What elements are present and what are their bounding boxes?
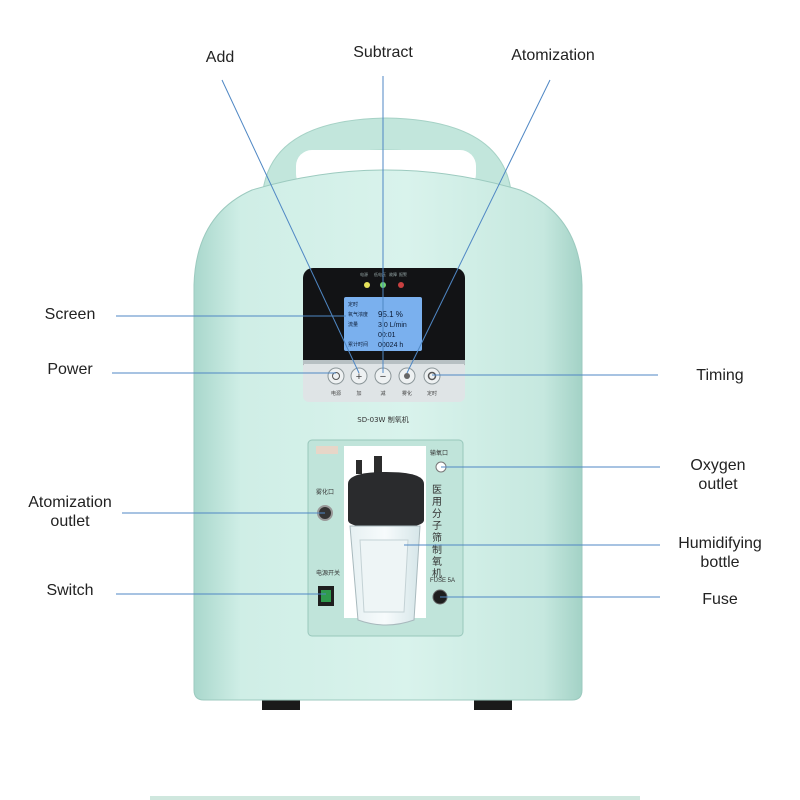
leader-atomization <box>406 79 551 374</box>
side-text-1: 医 <box>432 484 442 496</box>
lcd-row2-label: 氧气浓度 <box>348 311 368 318</box>
indicator-fault <box>398 282 404 288</box>
label-atomization-outlet-line1: Atomization <box>28 494 112 511</box>
label-screen: Screen <box>44 306 96 323</box>
device-body <box>193 169 583 701</box>
label-humidifying-bottle-line2: bottle <box>700 554 740 571</box>
svg-text:−: − <box>380 371 386 383</box>
indicator-label-2: 低电压 <box>374 271 386 277</box>
side-text-7: 氧 <box>432 555 442 568</box>
indicator-label-3: 故障 <box>389 271 397 277</box>
side-text-6: 制 <box>432 543 442 556</box>
timing-button[interactable] <box>423 367 441 385</box>
oxygen-outlet-label: 输氧口 <box>430 449 448 457</box>
power-switch-label: 电源开关 <box>316 569 340 577</box>
indicator-label-4: 报警 <box>399 271 407 277</box>
label-oxygen-outlet: Oxygen outlet <box>668 456 768 494</box>
label-atomization-outlet-line2: outlet <box>50 513 90 530</box>
side-text-2: 用 <box>432 497 442 508</box>
label-add: Add <box>205 49 235 66</box>
lcd-row4-value: 00:01 <box>378 332 396 339</box>
indicator-power <box>364 282 370 288</box>
button-label-subtract: 减 <box>380 390 385 397</box>
side-text-3: 分 <box>432 508 442 520</box>
label-humidifying-bottle-line1: Humidifying <box>678 535 762 552</box>
lcd-row1-label: 定时 <box>348 301 358 308</box>
lcd-row3-value: 3.0 L/min <box>378 322 407 329</box>
lcd-row5-label: 累计时间 <box>348 341 368 348</box>
button-label-timing: 定时 <box>427 390 437 397</box>
label-subtract: Subtract <box>353 44 413 61</box>
base-shadow <box>150 796 640 800</box>
atomization-button[interactable] <box>398 367 416 385</box>
button-label-power: 电源 <box>331 390 341 397</box>
side-text-4: 子 <box>432 520 442 532</box>
label-power: Power <box>47 361 93 378</box>
leader-lines <box>112 76 660 598</box>
add-button[interactable]: + <box>350 367 368 385</box>
label-timing: Timing <box>696 367 744 384</box>
indicator-label-1: 电源 <box>360 271 368 277</box>
power-button[interactable] <box>327 367 345 385</box>
label-oxygen-outlet-line2: outlet <box>698 476 738 493</box>
atomization-port-label: 雾化口 <box>316 488 334 496</box>
button-label-atomization: 雾化 <box>402 390 412 397</box>
fuse-label: FUSE 5A <box>430 578 455 584</box>
model-label: SD-03W 制氧机 <box>357 415 408 424</box>
side-text-8: 机 <box>432 567 442 580</box>
label-atomization: Atomization <box>511 47 595 64</box>
label-switch: Switch <box>46 582 94 599</box>
lcd-row2-value: 95.1 % <box>378 310 403 319</box>
side-text-5: 筛 <box>432 531 442 544</box>
label-fuse: Fuse <box>702 591 738 608</box>
svg-text:+: + <box>356 371 362 383</box>
lcd-row5-value: 00024 h <box>378 342 403 349</box>
button-label-add: 加 <box>356 390 361 397</box>
leader-add <box>221 79 360 374</box>
lcd-row3-label: 流量 <box>348 321 358 328</box>
humidifying-bottle[interactable] <box>348 456 424 626</box>
label-humidifying-bottle: Humidifying bottle <box>660 534 780 572</box>
label-atomization-outlet: Atomization outlet <box>10 493 130 531</box>
label-oxygen-outlet-line1: Oxygen <box>690 457 746 474</box>
